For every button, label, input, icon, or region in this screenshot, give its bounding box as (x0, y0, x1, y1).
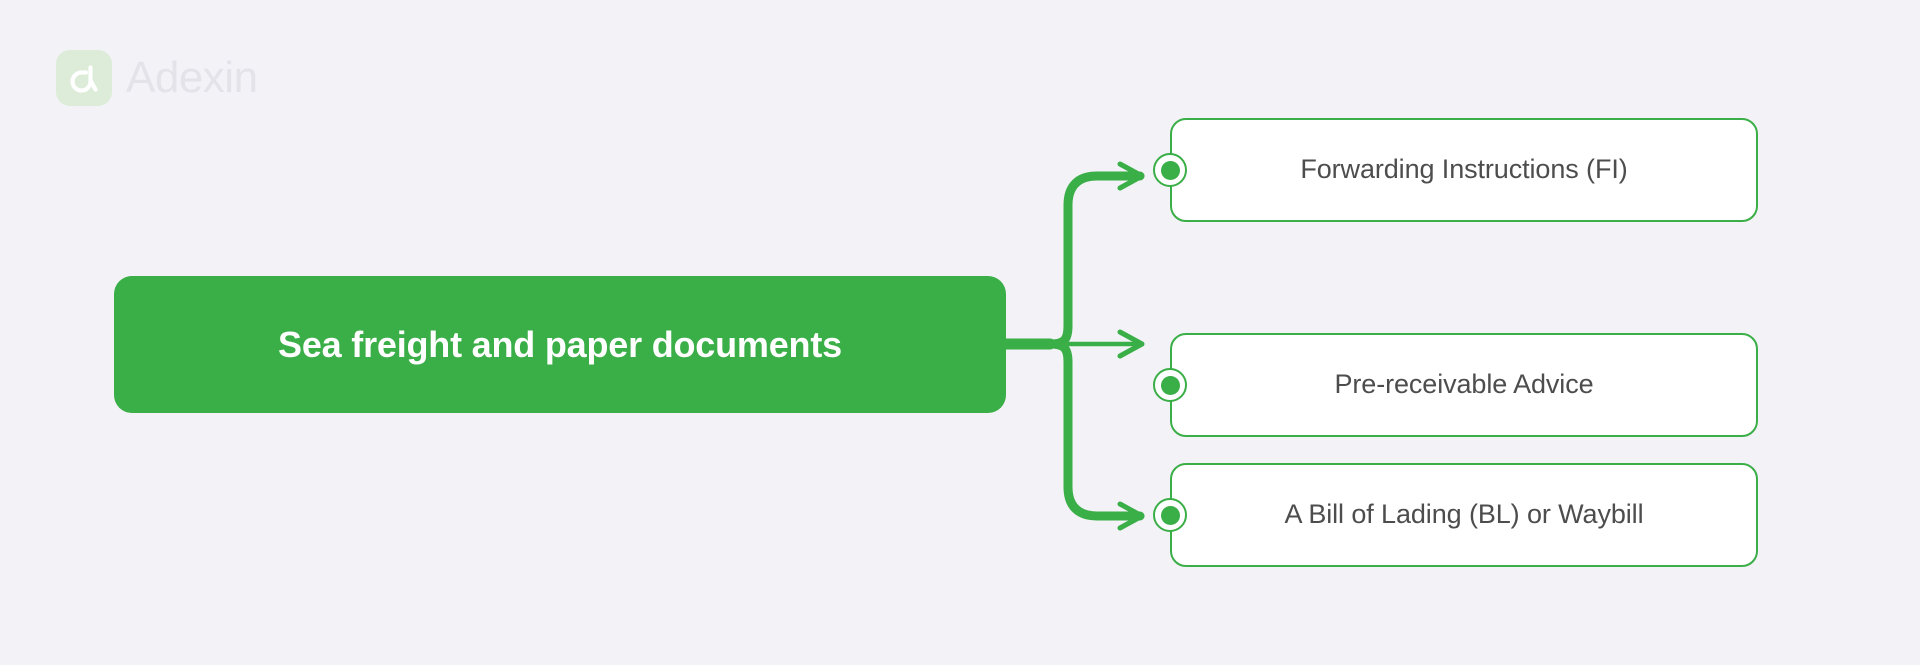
root-node-label: Sea freight and paper documents (278, 323, 842, 365)
branch-node-label: Pre-receivable Advice (1334, 369, 1594, 400)
arrow-right-icon (1117, 501, 1145, 531)
branch-node-label: Forwarding Instructions (FI) (1300, 154, 1628, 185)
connector-branch-up (1045, 171, 1145, 349)
branch-node-forwarding-instructions[interactable]: Forwarding Instructions (FI) (1170, 118, 1758, 222)
branch-node-pre-receivable-advice[interactable]: Pre-receivable Advice (1170, 333, 1758, 437)
anchor-dot-icon (1153, 368, 1187, 402)
arrow-right-icon (1117, 161, 1145, 191)
connector-branch-down (1045, 339, 1145, 521)
branch-node-bill-of-lading[interactable]: A Bill of Lading (BL) or Waybill (1170, 463, 1758, 567)
root-node[interactable]: Sea freight and paper documents (114, 276, 1006, 413)
anchor-dot-icon (1153, 153, 1187, 187)
brand-wordmark: Adexin (126, 53, 258, 102)
anchor-dot-icon (1153, 498, 1187, 532)
adexin-logo-icon (56, 50, 112, 106)
arrow-right-icon (1117, 329, 1145, 359)
branch-node-label: A Bill of Lading (BL) or Waybill (1284, 499, 1644, 530)
brand-logo: Adexin (56, 50, 258, 106)
